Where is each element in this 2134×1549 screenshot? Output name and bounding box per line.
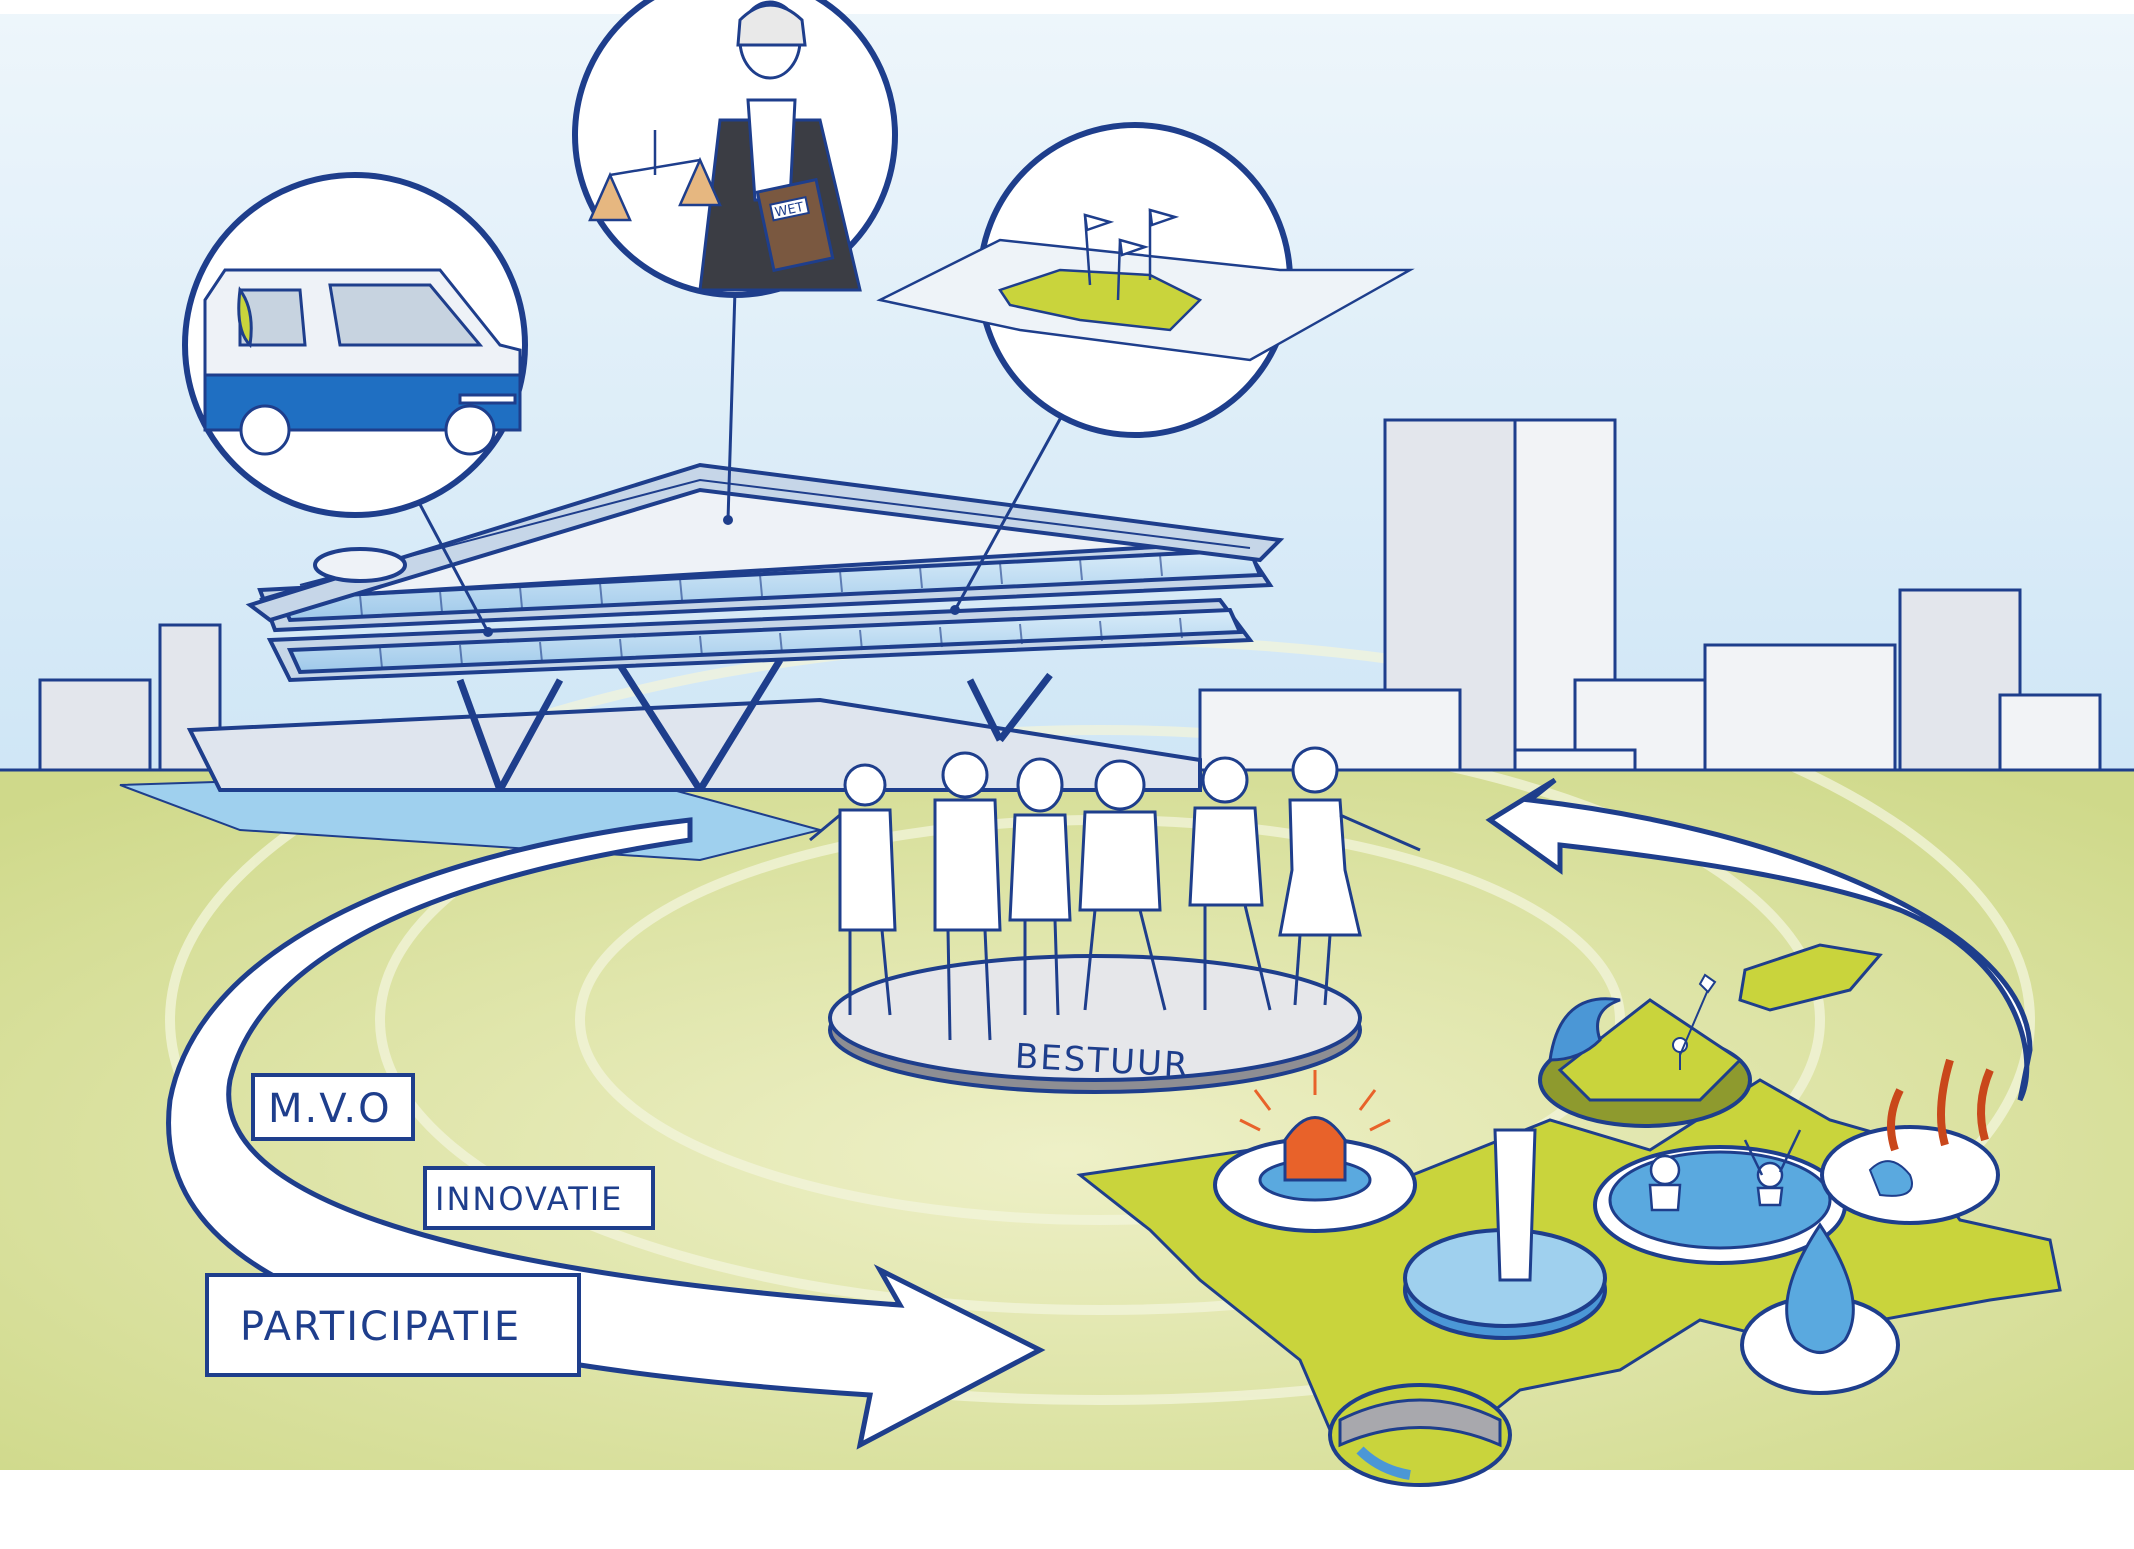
alarm-disc [1213,1070,1417,1233]
law-bubble: WET [572,0,898,298]
swimmer-icon [1648,1129,1802,1212]
dike-wave-disc [1538,973,1752,1128]
water-drop-icon [1785,1222,1855,1354]
water-gauge-icon [1493,1128,1537,1282]
board-member [1078,759,1167,1011]
road-icon [1338,1398,1502,1448]
label-participatie: PARTICIPATIE [205,1273,581,1377]
child-flying-kite-icon [1672,973,1717,1070]
alarm-light-icon [1283,1116,1347,1182]
law-book-label: WET [774,200,806,221]
city-skyline [38,418,2102,772]
water-level-disc [1403,1128,1607,1340]
map-bubble [876,122,1415,438]
board-member [1278,746,1421,1006]
judge-icon: WET [698,0,862,292]
board-member [1008,757,1072,1016]
board-member [1188,756,1272,1011]
swimming-water-disc [1593,1129,1847,1265]
label-mvo: M.V.O [251,1073,415,1141]
water-drop-disc [1740,1222,1900,1395]
label-innovatie: INNOVATIE [423,1166,655,1230]
building-windows [359,554,1183,669]
bestuur-platform: BESTUUR [828,954,1362,1094]
board-members [809,746,1421,1041]
map-icon [876,208,1415,362]
island [1738,943,1883,1012]
bestuur-label: BESTUUR [1014,1037,1190,1086]
wave-icon [1548,997,1621,1062]
board-member [933,751,1002,1041]
label-mvo-text: M.V.O [268,1086,392,1132]
cycle-arrow-return [1485,777,2033,1102]
label-innovatie-text: INNOVATIE [435,1180,623,1218]
scales-of-justice-icon [588,130,722,222]
van-bubble [182,172,528,518]
label-participatie-text: PARTICIPATIE [240,1304,521,1350]
heat-arrows-icon [1887,1058,1994,1152]
road-culvert-disc [1328,1383,1512,1487]
drought-disc [1820,1058,2000,1225]
board-member [809,763,897,1016]
van-icon [203,268,522,456]
bubble-connectors [413,289,1067,633]
